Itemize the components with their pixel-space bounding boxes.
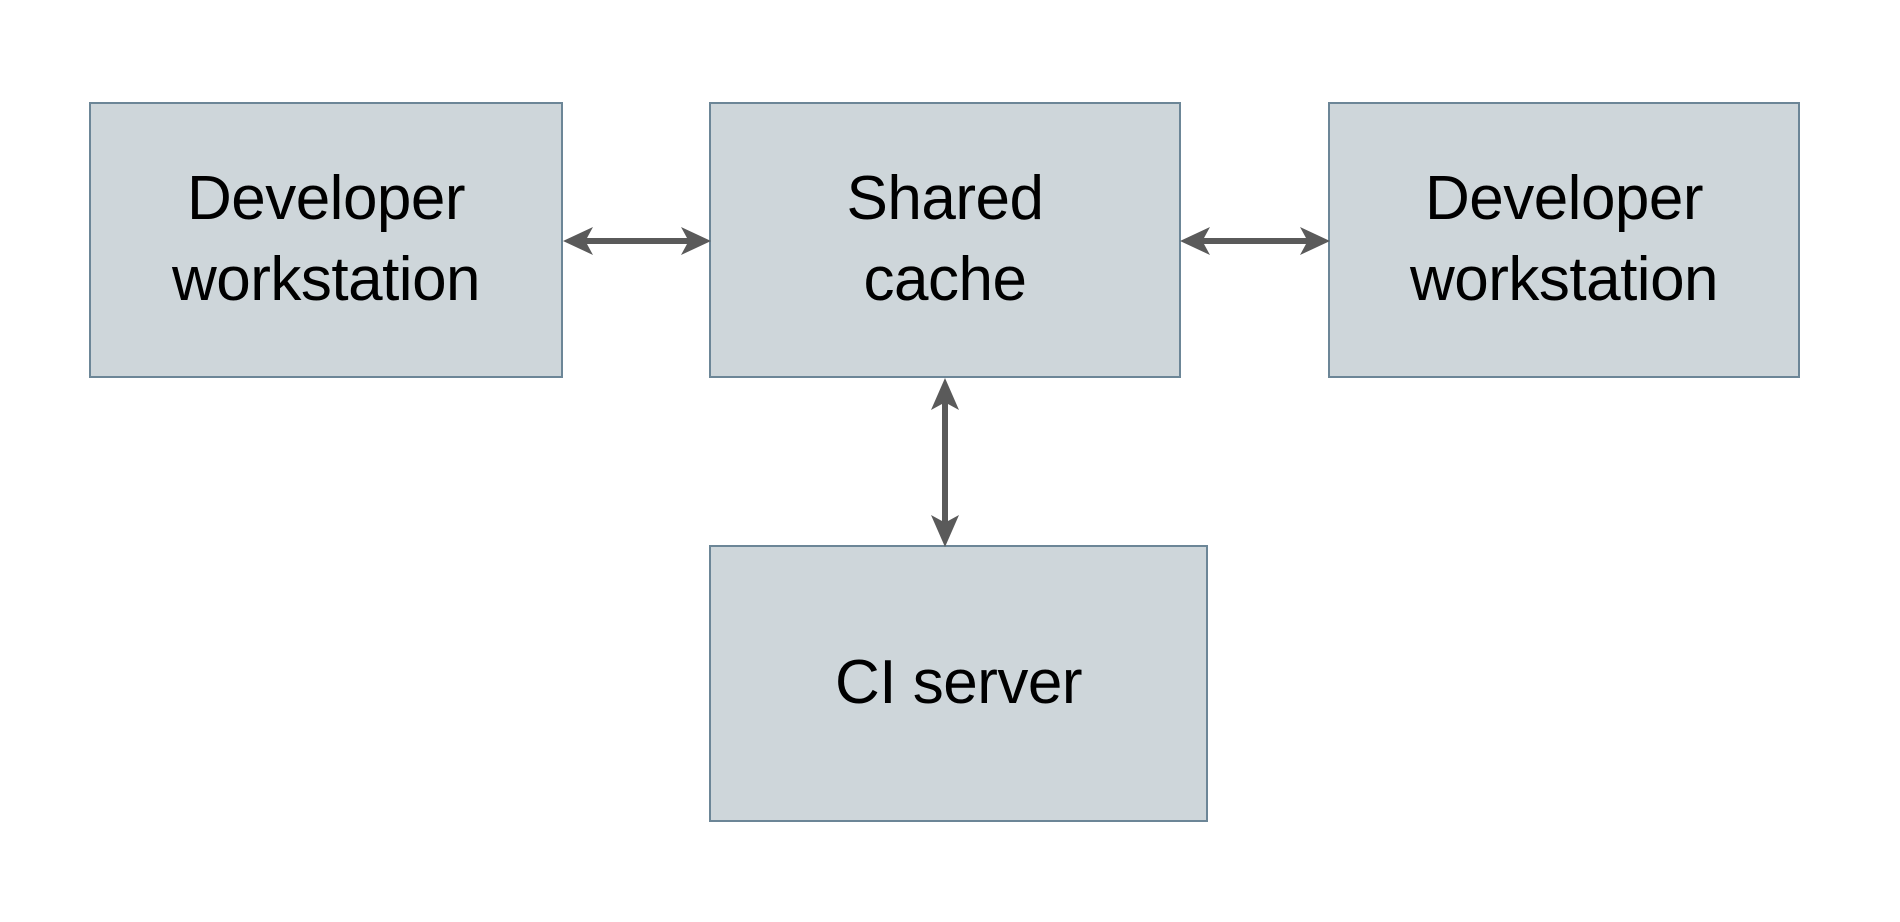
node-label: CI server	[835, 648, 1082, 718]
edge-cache-to-ci-server-bidirectional-arrow-icon	[931, 378, 959, 547]
node-developer-workstation-left[interactable]: Developer workstation	[89, 102, 563, 378]
node-shared-cache[interactable]: Shared cache	[709, 102, 1181, 378]
node-developer-workstation-right[interactable]: Developer workstation	[1328, 102, 1800, 378]
node-label: Shared cache	[846, 164, 1044, 314]
edge-dev-left-to-cache-bidirectional-arrow-icon	[563, 227, 711, 255]
edge-cache-to-dev-right-bidirectional-arrow-icon	[1180, 227, 1330, 255]
node-label: Developer workstation	[171, 164, 481, 314]
node-label: Developer workstation	[1409, 164, 1719, 314]
node-ci-server[interactable]: CI server	[709, 545, 1208, 822]
